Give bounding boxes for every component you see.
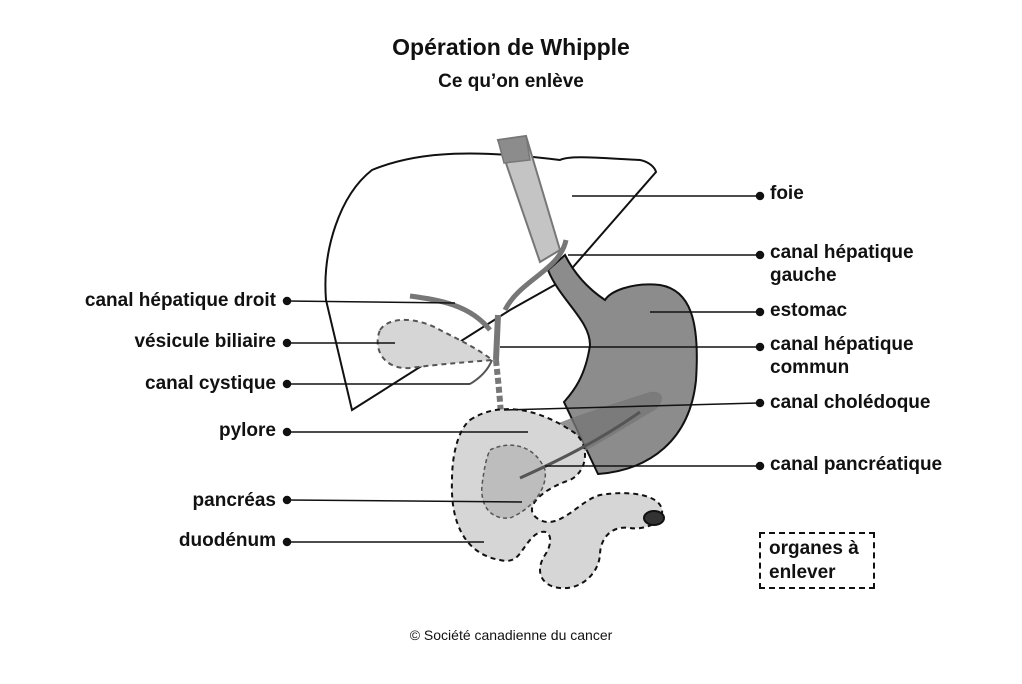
label-duodenum: duodénum bbox=[178, 530, 276, 551]
label-canal-hepatique-commun: canal hépatique commun bbox=[770, 334, 914, 378]
left-hepatic-duct bbox=[502, 239, 569, 312]
cystic-duct bbox=[469, 359, 493, 385]
leader-lines-left bbox=[282, 296, 528, 547]
common-hepatic-duct bbox=[493, 314, 501, 361]
label-estomac: estomac bbox=[770, 300, 848, 321]
copyright-notice: © Société canadienne du cancer bbox=[409, 627, 613, 643]
label-canal-hepatique-droit: canal hépatique droit bbox=[84, 290, 276, 311]
esophagus-top bbox=[497, 135, 531, 164]
label-pylore: pylore bbox=[218, 420, 276, 441]
pancreas-head bbox=[481, 444, 546, 519]
legend-organes-a-enlever: organes à enlever bbox=[759, 532, 875, 589]
label-pancreas: pancréas bbox=[192, 490, 276, 511]
label-vesicule-biliaire: vésicule biliaire bbox=[134, 331, 276, 352]
gallbladder-shape bbox=[376, 318, 495, 370]
pancreatic-duct bbox=[519, 410, 641, 480]
right-hepatic-duct bbox=[409, 293, 492, 332]
diagram-subtitle: Ce qu’on enlève bbox=[438, 71, 584, 92]
label-canal-pancreatique: canal pancréatique bbox=[770, 454, 943, 475]
diagram-title: Opération de Whipple bbox=[392, 34, 630, 60]
label-canal-cystique: canal cystique bbox=[145, 373, 276, 394]
label-canal-hepatique-gauche: canal hépatique gauche bbox=[770, 242, 914, 286]
jejunum-end bbox=[643, 510, 665, 526]
label-foie: foie bbox=[770, 183, 804, 204]
label-canal-choledoque: canal cholédoque bbox=[770, 392, 931, 413]
leader-lines-right bbox=[500, 191, 765, 471]
